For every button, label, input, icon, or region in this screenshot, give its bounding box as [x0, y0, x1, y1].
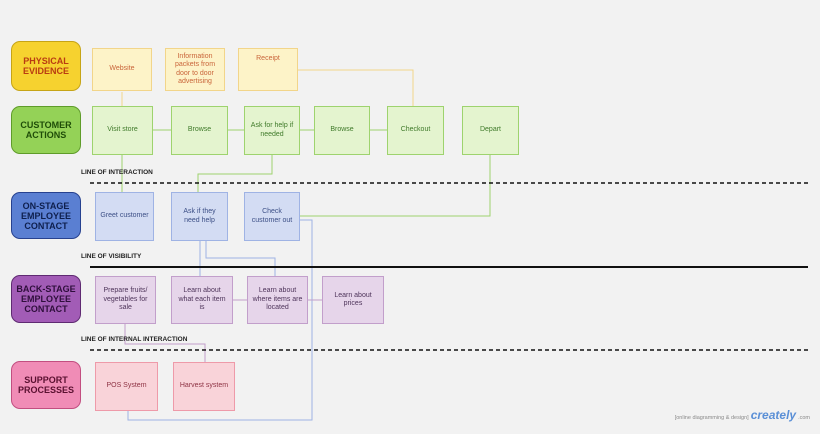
node-website[interactable]: Website — [92, 48, 152, 91]
lane-customer-actions: CUSTOMER ACTIONS — [11, 106, 81, 154]
node-browse-2[interactable]: Browse — [314, 106, 370, 155]
label-line-of-interaction: LINE OF INTERACTION — [81, 169, 153, 176]
node-checkout[interactable]: Checkout — [387, 106, 444, 155]
node-greet-customer[interactable]: Greet customer — [95, 192, 154, 241]
node-learn-where-items[interactable]: Learn about where items are located — [247, 276, 308, 324]
node-learn-prices[interactable]: Learn about prices — [322, 276, 384, 324]
lane-backstage-employee-contact: BACK-STAGE EMPLOYEE CONTACT — [11, 275, 81, 323]
creately-watermark: [online diagramming & design] creately .… — [675, 408, 810, 422]
lane-onstage-employee-contact: ON-STAGE EMPLOYEE CONTACT — [11, 192, 81, 239]
lane-label: SUPPORT PROCESSES — [17, 375, 75, 395]
node-ask-for-help[interactable]: Ask for help if needed — [244, 106, 300, 155]
node-check-customer-out[interactable]: Check customer out — [244, 192, 300, 241]
connector-ask-askneed — [197, 155, 273, 192]
node-visit-store[interactable]: Visit store — [92, 106, 153, 155]
lane-support-processes: SUPPORT PROCESSES — [11, 361, 81, 409]
connector-prepare-harvest — [124, 324, 206, 362]
creately-logo: creately — [750, 408, 797, 422]
node-prepare-fruits[interactable]: Prepare fruits/ vegetables for sale — [95, 276, 156, 324]
lane-label: PHYSICAL EVIDENCE — [22, 56, 69, 76]
node-learn-what-items[interactable]: Learn about what each item is — [171, 276, 233, 324]
lane-label: BACK-STAGE EMPLOYEE CONTACT — [16, 284, 76, 314]
node-receipt[interactable]: Receipt — [238, 48, 298, 91]
label-line-of-internal-interaction: LINE OF INTERNAL INTERACTION — [81, 336, 188, 343]
lane-physical-evidence: PHYSICAL EVIDENCE — [11, 41, 81, 91]
node-information-packets[interactable]: Information packets from door to door ad… — [165, 48, 225, 91]
node-depart[interactable]: Depart — [462, 106, 519, 155]
node-pos-system[interactable]: POS System — [95, 362, 158, 411]
connector-checkcust-depart — [300, 155, 491, 217]
label-line-of-visibility: LINE OF VISIBILITY — [81, 253, 142, 260]
lane-label: ON-STAGE EMPLOYEE CONTACT — [20, 200, 71, 231]
node-harvest-system[interactable]: Harvest system — [173, 362, 235, 411]
node-ask-if-need-help[interactable]: Ask if they need help — [171, 192, 228, 241]
brand-domain: .com — [798, 415, 810, 421]
connector-checkcust-support — [127, 219, 313, 421]
lane-label: CUSTOMER ACTIONS — [20, 120, 72, 140]
brand-tagline: [online diagramming & design] — [674, 415, 749, 421]
node-browse-1[interactable]: Browse — [171, 106, 228, 155]
connector-receipt-checkout — [298, 69, 414, 106]
connector-askneed-learnwhere — [205, 241, 276, 276]
